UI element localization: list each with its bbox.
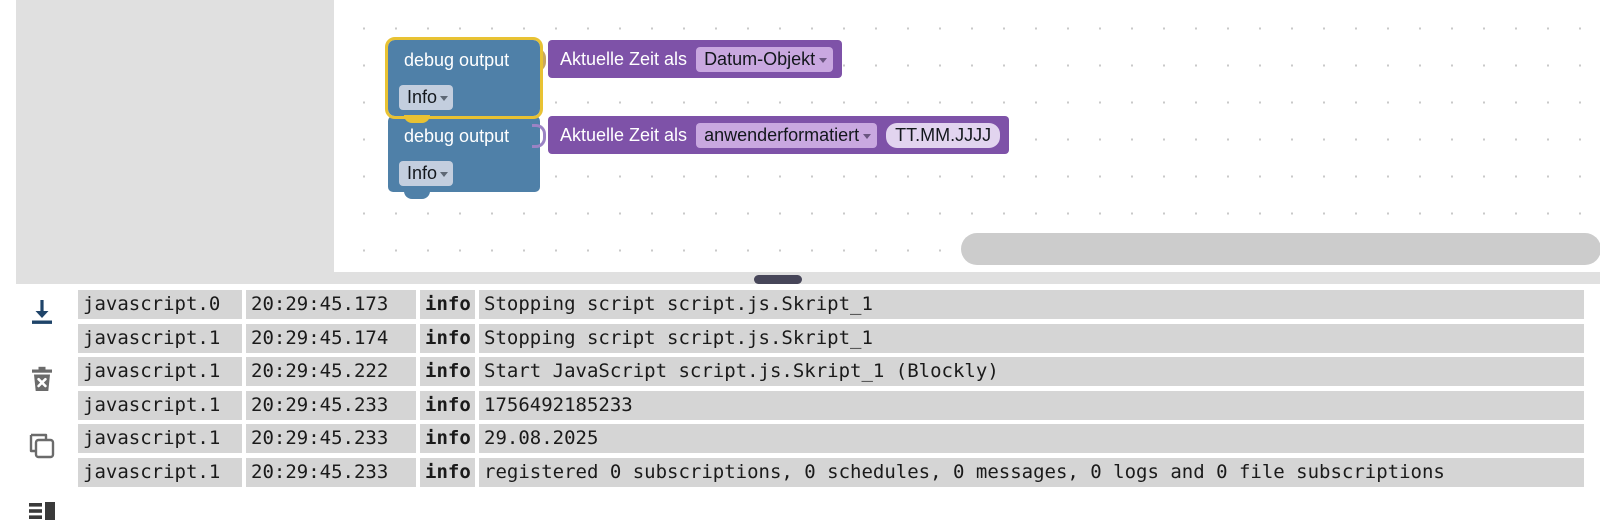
log-time: 20:29:45.233 [246,390,416,420]
value-block-label: Aktuelle Zeit als [560,124,688,145]
log-time: 20:29:45.233 [246,457,416,487]
block-bottom-notch [404,115,430,123]
value-block-label: Aktuelle Zeit als [560,48,688,69]
log-level: info [420,457,475,487]
log-message: Stopping script script.js.Skript_1 [479,323,1584,353]
time-value-block-1[interactable]: Aktuelle Zeit als Datum-Objekt [548,40,843,78]
table-row[interactable]: javascript.1 20:29:45.233 info 29.08.202… [78,424,1600,458]
log-time: 20:29:45.233 [246,424,416,453]
log-source: javascript.0 [78,290,242,319]
block-label: debug output [404,126,510,146]
log-level: info [420,390,475,420]
panel-splitter[interactable] [334,272,1600,284]
table-row[interactable]: javascript.1 20:29:45.233 info 175649218… [78,390,1600,425]
log-message: registered 0 subscriptions, 0 schedules,… [479,457,1584,487]
table-row[interactable]: javascript.1 20:29:45.222 info Start Jav… [78,357,1600,391]
log-level: info [420,290,475,319]
time-format-pattern-input[interactable]: TT.MM.JJJJ [886,122,1001,148]
log-message: 29.08.2025 [479,424,1584,453]
log-time: 20:29:45.222 [246,357,416,386]
log-source: javascript.1 [78,390,242,420]
block-label: debug output [404,50,510,70]
time-value-block-2[interactable]: Aktuelle Zeit als anwenderformatiert TT.… [548,116,1010,154]
log-source: javascript.1 [78,323,242,353]
log-time: 20:29:45.173 [246,290,416,319]
log-level: info [420,424,475,453]
log-message: Start JavaScript script.js.Skript_1 (Blo… [479,357,1584,386]
toolbox-flyout[interactable] [16,0,334,284]
list-view-icon[interactable] [20,489,64,526]
debug-output-block-2[interactable]: debug output Info [388,116,540,199]
log-level: info [420,323,475,353]
download-icon[interactable] [20,290,64,334]
severity-dropdown[interactable]: Info [399,85,454,110]
log-time: 20:29:45.174 [246,323,416,353]
log-message: 1756492185233 [479,390,1584,420]
blockly-editor: debug output Info Aktuelle Zeit als Datu… [16,0,1600,284]
block-bottom-notch [404,191,430,199]
table-row[interactable]: javascript.1 20:29:45.233 info registere… [78,457,1600,492]
log-source: javascript.1 [78,424,242,453]
table-row[interactable]: javascript.0 20:29:45.173 info Stopping … [78,290,1600,324]
trash-delete-icon[interactable] [20,357,64,401]
copy-icon[interactable] [20,424,64,468]
time-format-dropdown[interactable]: Datum-Objekt [696,46,834,72]
table-row[interactable]: javascript.1 20:29:45.174 info Stopping … [78,323,1600,358]
time-format-dropdown[interactable]: anwenderformatiert [696,122,878,148]
log-level: info [420,357,475,386]
panel-splitter-handle[interactable] [754,275,802,284]
log-toolbar [0,284,78,526]
log-source: javascript.1 [78,357,242,386]
log-table[interactable]: javascript.0 20:29:45.173 info Stopping … [78,284,1600,526]
log-console: javascript.0 20:29:45.173 info Stopping … [0,284,1600,526]
log-message: Stopping script script.js.Skript_1 [479,290,1584,319]
severity-dropdown[interactable]: Info [399,161,454,186]
block-value-socket [532,124,546,148]
log-source: javascript.1 [78,457,242,487]
debug-output-block-1[interactable]: debug output Info [385,37,543,123]
horizontal-scrollbar[interactable] [961,233,1600,265]
